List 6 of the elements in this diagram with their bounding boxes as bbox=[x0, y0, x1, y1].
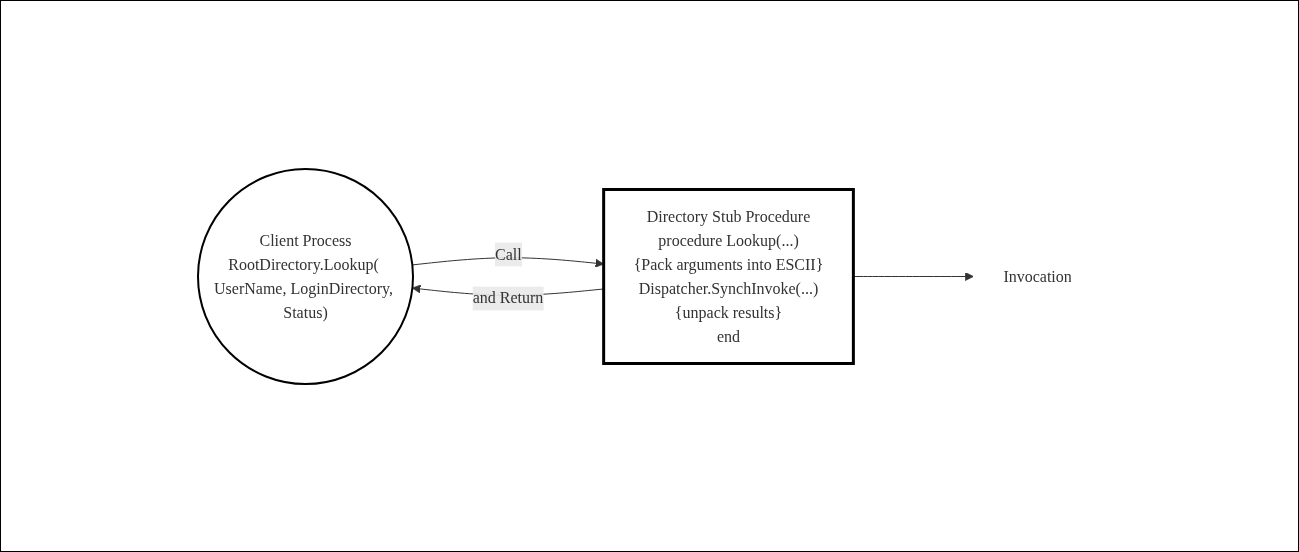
arrow bbox=[852, 271, 974, 281]
node-circle: Client Process RootDirectory.Lookup( UserName, LoginDirectory, Status) bbox=[196, 167, 414, 385]
edge-label: and Return bbox=[472, 288, 543, 306]
node-box: Directory Stub Procedure procedure Lookup(...) {Pack arguments into ESCII} Dispatcher.SynchInvoke(...) {unpack results} end bbox=[601, 187, 855, 365]
node-text: Invocation bbox=[1002, 267, 1072, 284]
edge-label: Call bbox=[494, 245, 522, 262]
